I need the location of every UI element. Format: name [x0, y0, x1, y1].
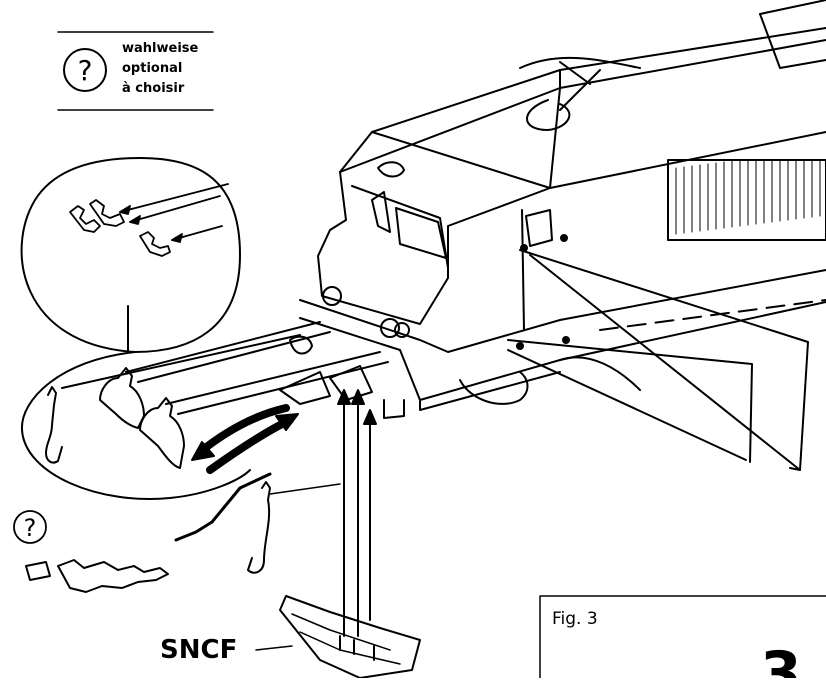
- detail-circle-upper: [20, 157, 241, 353]
- cab-horn: [377, 161, 405, 178]
- detail-circle: [20, 157, 251, 500]
- cab-door-window: [525, 209, 553, 247]
- headlamp-right-2: [394, 322, 410, 338]
- cab-window-left: [371, 191, 391, 233]
- cab-windscreen-frame: [351, 185, 449, 269]
- swap-arrow-right: [206, 416, 294, 474]
- snowplow: [279, 595, 421, 679]
- roof-equipment: [759, 0, 826, 69]
- detail-circle-lower: [20, 351, 251, 500]
- swap-arrow-left: [196, 404, 290, 456]
- coupler-end-piece: [25, 561, 51, 581]
- frame-dashed: [599, 299, 826, 331]
- swap-arrows: [191, 404, 299, 474]
- optional-legend: ? wahlweise optional à choisir: [57, 31, 214, 111]
- legend-line-de: wahlweise: [122, 41, 199, 56]
- roof-edge: [339, 39, 826, 173]
- buffer-left: [289, 335, 313, 355]
- optional-parts: ?: [13, 472, 341, 593]
- bracket-upper: [99, 367, 145, 429]
- side-grille: [667, 159, 826, 241]
- cab-front: [317, 171, 551, 325]
- pilot-assembly: [255, 389, 421, 679]
- headlamp-left: [322, 286, 342, 306]
- step-mount-1: [520, 244, 528, 252]
- optional-symbol: ?: [24, 514, 37, 542]
- arrow-head-3: [171, 233, 183, 243]
- optional-hose: [247, 481, 271, 574]
- legend-line-fr: à choisir: [122, 81, 185, 96]
- snowplow-pins: [339, 635, 375, 661]
- sncf-leader: [255, 645, 293, 651]
- pilot-arrow-3: [363, 409, 377, 425]
- figure-label: Fig. 3: [552, 609, 598, 629]
- step-frame-upper: [519, 249, 809, 471]
- optional-leader: [174, 472, 272, 542]
- cab-roof-line: [371, 131, 551, 189]
- guide-line-b: [137, 331, 331, 383]
- frame-upper-edge: [299, 269, 826, 353]
- frame-bottom: [419, 371, 561, 411]
- hose-leader: [269, 483, 341, 495]
- arrow-head-1: [119, 205, 131, 215]
- bracket-lower: [139, 397, 185, 469]
- legend-line-en: optional: [122, 61, 182, 76]
- roof-ridge: [339, 27, 826, 173]
- part-lever-2: [89, 199, 125, 227]
- step-mount-4: [562, 336, 570, 344]
- hose-small: [45, 386, 63, 464]
- arrow-line-2: [129, 195, 221, 223]
- coupler-hook: [279, 371, 331, 405]
- cab-rear-edge: [549, 87, 561, 189]
- guide-line-c: [61, 334, 301, 389]
- snowplow-ribs: [291, 613, 401, 665]
- pilot-arrow-2: [351, 389, 365, 405]
- coupler-box: [329, 365, 373, 401]
- sncf-label: SNCF: [160, 635, 237, 665]
- cab-door-edge: [521, 209, 525, 331]
- optional-question-icon-2: [13, 510, 47, 544]
- swap-arrow-right-head: [275, 413, 299, 431]
- legend-symbol: ?: [78, 54, 93, 87]
- step-mount-2: [560, 234, 568, 242]
- figure-box: Fig. 3 3: [539, 595, 826, 682]
- cab-window-right: [395, 207, 447, 259]
- guide-line-a: [125, 321, 321, 373]
- arrow-head-2: [129, 215, 141, 225]
- side-steps: [507, 234, 809, 471]
- locomotive: [299, 0, 826, 411]
- optional-question-icon: [63, 48, 107, 92]
- coupler-mount: [383, 399, 405, 419]
- step-frame-diag-1: [529, 254, 801, 471]
- coupler-bar: [57, 559, 169, 593]
- figure-frame: [539, 595, 826, 679]
- pantograph: [519, 56, 641, 131]
- detail-small-parts: [69, 183, 229, 257]
- step-mount-3: [516, 342, 524, 350]
- guide-line-d: [165, 351, 381, 405]
- page-number: 3: [760, 639, 802, 678]
- arrow-line-1: [119, 183, 229, 213]
- pilot-arrow-1: [337, 389, 351, 405]
- frame-lower-edge: [299, 301, 826, 401]
- detail-hoses: [45, 321, 389, 469]
- bogie-front: [459, 371, 529, 405]
- step-frame-diag-2: [507, 349, 747, 461]
- part-lever-3: [139, 231, 171, 257]
- coupler-area: [279, 335, 405, 419]
- part-lever-1: [69, 205, 101, 233]
- swap-arrow-left-head: [191, 441, 215, 461]
- bogie-rear: [559, 356, 641, 391]
- step-frame-lower: [507, 339, 753, 463]
